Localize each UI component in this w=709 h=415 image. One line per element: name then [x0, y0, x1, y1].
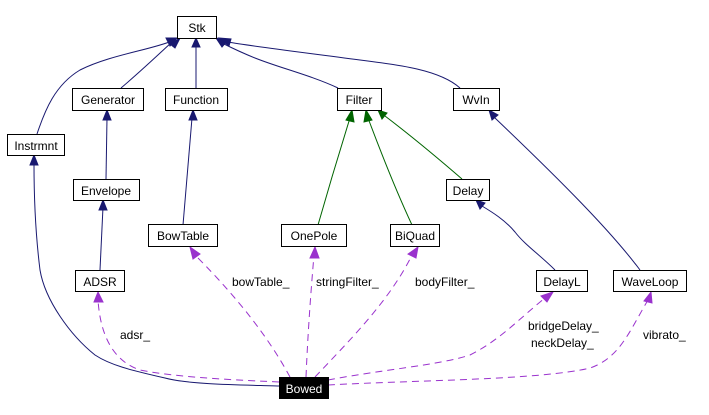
node-bowed[interactable]: Bowed: [279, 377, 329, 399]
node-instrmnt[interactable]: Instrmnt: [7, 134, 65, 156]
node-label: DelayL: [543, 275, 581, 289]
edge-filter-stk: [221, 42, 339, 89]
edge-biquad-filter: [367, 117, 413, 226]
node-generator[interactable]: Generator: [72, 88, 144, 111]
arrowhead: [540, 291, 555, 303]
edge-bowed-instrmnt: [33, 163, 280, 387]
node-biquad[interactable]: BiQuad: [390, 224, 440, 247]
arrowhead: [217, 37, 232, 47]
arrowhead: [377, 109, 388, 120]
node-label: BowTable: [157, 229, 209, 243]
node-label: OnePole: [291, 229, 338, 243]
edge-labels: bowTable_ stringFilter_ bodyFilter_ adsr…: [120, 275, 686, 350]
node-label: ADSR: [83, 275, 117, 289]
usage-edges: [93, 245, 653, 386]
arrowhead: [93, 290, 104, 303]
arrowhead: [169, 36, 182, 49]
node-onepole[interactable]: OnePole: [281, 224, 347, 247]
arrowhead: [345, 108, 355, 123]
edge-adsr-envelope: [99, 206, 104, 271]
edge-label-adsr: adsr_: [120, 328, 150, 342]
node-wvin[interactable]: WvIn: [453, 88, 500, 111]
edge-bowtable-function: [182, 117, 193, 226]
node-label: Envelope: [81, 184, 131, 198]
edge-label-vibrato: vibrato_: [643, 328, 686, 342]
node-label: Stk: [188, 21, 206, 35]
edge-instrmnt-stk: [36, 40, 173, 135]
edge-bowed-adsr: [97, 299, 280, 383]
edge-delayl-delay: [481, 205, 556, 271]
edge-label-bodyfilter: bodyFilter_: [415, 275, 475, 289]
node-label: BiQuad: [395, 229, 435, 243]
node-label: Function: [173, 93, 219, 107]
edge-bowed-waveloop: [327, 299, 649, 386]
node-delay[interactable]: Delay: [446, 179, 490, 201]
edge-delay-filter: [384, 115, 463, 180]
node-adsr[interactable]: ADSR: [75, 270, 125, 292]
edge-onepole-filter: [317, 117, 351, 226]
node-label: Bowed: [286, 382, 323, 396]
edge-waveloop-wvin: [494, 117, 641, 271]
node-stk[interactable]: Stk: [177, 16, 217, 39]
arrowhead: [188, 108, 198, 121]
edge-bowed-delayl: [327, 297, 546, 381]
edge-label-bridgedelay: bridgeDelay_: [528, 319, 599, 333]
edge-label-neckdelay: neckDelay_: [531, 336, 594, 350]
node-delayl[interactable]: DelayL: [536, 270, 588, 292]
node-label: Filter: [346, 93, 373, 107]
edge-wvin-stk: [227, 41, 461, 89]
edge-bowed-bowtable: [194, 254, 291, 378]
arrowhead: [98, 198, 108, 211]
edge-bowed-onepole: [305, 254, 315, 378]
node-bowtable[interactable]: BowTable: [148, 224, 218, 247]
edge-label-bowtable: bowTable_: [232, 275, 290, 289]
edge-label-stringfilter: stringFilter_: [316, 275, 379, 289]
arrowhead: [191, 36, 201, 48]
node-function[interactable]: Function: [165, 88, 228, 111]
node-label: Instrmnt: [14, 139, 58, 153]
node-filter[interactable]: Filter: [337, 88, 382, 111]
node-label: Generator: [81, 93, 135, 107]
edge-bowed-biquad: [314, 254, 413, 378]
arrowhead: [407, 245, 419, 259]
node-label: WvIn: [462, 93, 489, 107]
node-label: WaveLoop: [622, 275, 679, 289]
edge-generator-stk: [120, 41, 173, 89]
arrowhead: [189, 245, 201, 260]
node-waveloop[interactable]: WaveLoop: [613, 270, 687, 292]
arrowhead: [363, 108, 373, 123]
arrowhead: [29, 153, 39, 166]
node-label: Delay: [453, 184, 484, 198]
arrowhead: [475, 199, 486, 210]
arrowhead: [309, 245, 320, 259]
node-envelope[interactable]: Envelope: [73, 179, 140, 201]
arrowhead: [488, 108, 499, 121]
arrowhead: [643, 290, 653, 304]
arrowhead: [102, 108, 112, 121]
inheritance-edges: [29, 36, 641, 387]
edge-envelope-generator: [105, 117, 108, 180]
